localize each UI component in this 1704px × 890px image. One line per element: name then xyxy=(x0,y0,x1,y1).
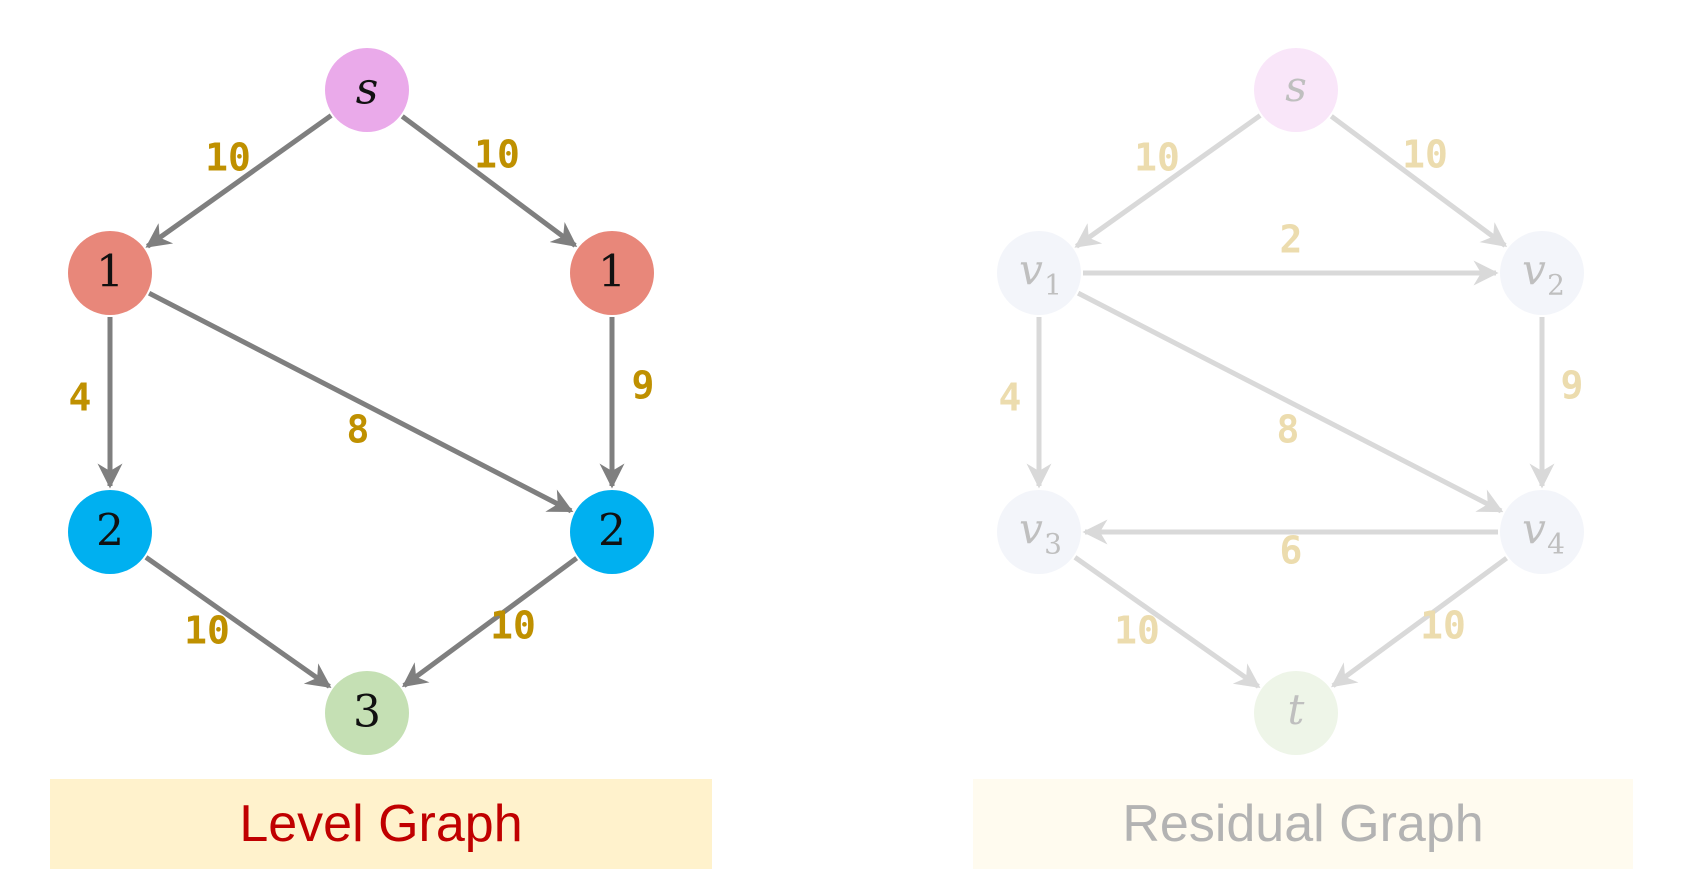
level-capacity-a-c: 4 xyxy=(69,376,92,420)
level-node-a: 1 xyxy=(68,231,152,315)
residual-node-circle xyxy=(1500,490,1584,574)
residual-node-circle xyxy=(997,490,1081,574)
level-capacity-s-b: 10 xyxy=(474,133,520,177)
level-capacity-b-d: 9 xyxy=(632,364,655,408)
level-node-circle xyxy=(68,490,152,574)
level-node-circle xyxy=(570,490,654,574)
residual-graph-edges xyxy=(1026,113,1555,689)
residual-node-circle xyxy=(1254,671,1338,755)
level-node-c: 2 xyxy=(68,490,152,574)
level-node-circle xyxy=(325,671,409,755)
residual-edge-v3-t xyxy=(1073,555,1261,689)
residual-edge-s-v2 xyxy=(1329,114,1508,248)
level-node-label: 1 xyxy=(96,247,124,298)
level-graph: 10 10 4 8 9 10 10 s 1 1 2 2 3 xyxy=(68,48,654,755)
level-node-b: 1 xyxy=(570,231,654,315)
level-graph-edge-labels: 10 10 4 8 9 10 10 xyxy=(69,133,655,653)
residual-node-label: v xyxy=(1522,245,1546,294)
level-graph-nodes: s 1 1 2 2 3 xyxy=(68,48,654,755)
level-graph-caption: Level Graph xyxy=(50,779,712,869)
level-node-label: 2 xyxy=(96,506,124,557)
level-node-label: s xyxy=(356,64,379,115)
level-edge-s-a xyxy=(145,113,333,249)
residual-capacity-v4-t: 10 xyxy=(1420,604,1466,648)
residual-capacity-v1-v4: 8 xyxy=(1277,408,1300,452)
residual-edge-v1-v4 xyxy=(1076,290,1504,514)
level-node-label: 2 xyxy=(598,506,626,557)
residual-capacity-s-v2: 10 xyxy=(1402,133,1448,177)
residual-node-s: s xyxy=(1254,48,1338,132)
residual-capacity-v4-v3: 6 xyxy=(1280,529,1303,573)
level-edge-a-d xyxy=(147,290,574,514)
residual-node-subscript: 3 xyxy=(1044,528,1062,561)
level-node-circle xyxy=(325,48,409,132)
residual-capacity-v2-v4: 9 xyxy=(1561,364,1584,408)
level-node-d: 2 xyxy=(570,490,654,574)
level-edge-d-e xyxy=(401,556,579,688)
residual-node-label: v xyxy=(1019,504,1043,553)
level-node-label: 3 xyxy=(353,687,381,738)
residual-node-subscript: 4 xyxy=(1547,528,1565,561)
residual-node-t: t xyxy=(1254,671,1338,755)
residual-node-label: t xyxy=(1288,685,1305,734)
level-capacity-a-d: 8 xyxy=(347,408,370,452)
level-capacity-c-e: 10 xyxy=(184,609,230,653)
residual-capacity-v1-v2: 2 xyxy=(1280,218,1303,262)
residual-capacity-s-v1: 10 xyxy=(1134,136,1180,180)
level-graph-edges xyxy=(97,113,625,689)
level-edge-c-e xyxy=(144,555,332,689)
residual-node-subscript: 1 xyxy=(1044,269,1062,302)
residual-capacity-v3-t: 10 xyxy=(1114,609,1160,653)
level-capacity-d-e: 10 xyxy=(490,604,536,648)
level-node-s: s xyxy=(325,48,409,132)
residual-node-label: s xyxy=(1285,62,1307,111)
residual-graph-edge-labels: 10 10 2 4 8 9 6 10 10 xyxy=(999,133,1584,653)
level-node-circle xyxy=(68,231,152,315)
residual-graph-caption: Residual Graph xyxy=(973,779,1633,869)
residual-node-label: v xyxy=(1522,504,1546,553)
residual-node-circle xyxy=(1254,48,1338,132)
residual-node-subscript: 2 xyxy=(1547,269,1565,302)
residual-edge-s-v1 xyxy=(1074,113,1262,249)
level-node-label: 1 xyxy=(598,247,626,298)
residual-node-label: v xyxy=(1019,245,1043,294)
residual-edge-v4-t xyxy=(1331,556,1509,688)
level-edge-s-b xyxy=(400,114,578,248)
level-node-circle xyxy=(570,231,654,315)
residual-node-circle xyxy=(997,231,1081,315)
residual-node-circle xyxy=(1500,231,1584,315)
level-node-e: 3 xyxy=(325,671,409,755)
residual-capacity-v1-v3: 4 xyxy=(999,376,1022,420)
level-capacity-s-a: 10 xyxy=(205,136,251,180)
